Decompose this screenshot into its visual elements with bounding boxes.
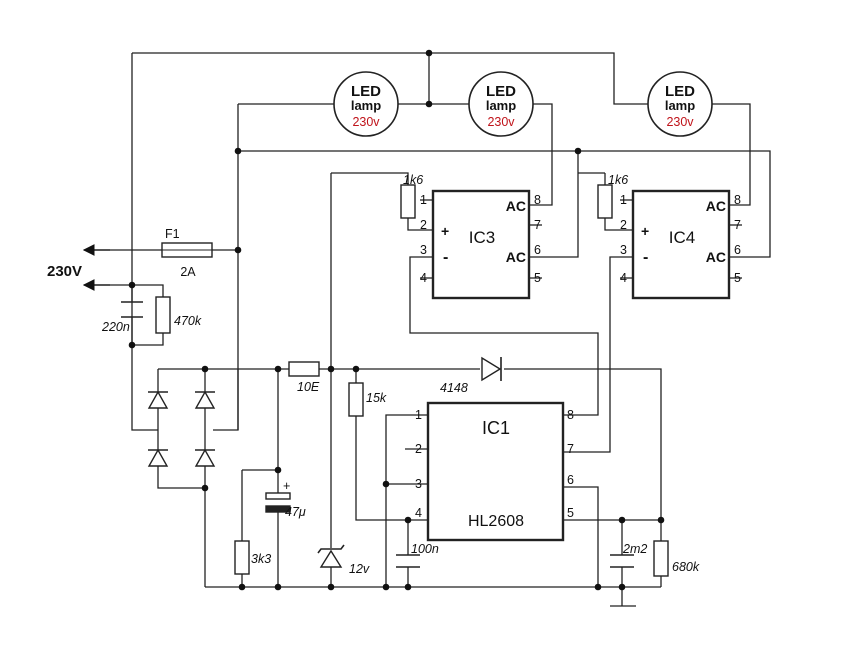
svg-text:AC: AC — [706, 249, 726, 265]
resistor-470k-label: 470k — [174, 314, 202, 328]
bridge-rectifier — [147, 390, 216, 467]
svg-text:230v: 230v — [352, 115, 380, 129]
capacitor-220n: 220n — [101, 301, 143, 334]
ic1-part: HL2608 — [468, 513, 524, 530]
resistor-3k3-label: 3k3 — [251, 552, 271, 566]
svg-text:5: 5 — [734, 271, 741, 285]
svg-text:lamp: lamp — [351, 98, 381, 113]
led-lamp-1: LED lamp 230v — [333, 71, 399, 137]
ic3-resistor-label: 1k6 — [403, 173, 423, 187]
ic3-title: IC3 — [469, 228, 495, 247]
fuse-rating: 2A — [180, 265, 196, 279]
fuse-name: F1 — [165, 227, 180, 241]
svg-text:LED: LED — [665, 83, 695, 100]
svg-text:8: 8 — [734, 193, 741, 207]
svg-text:-: - — [643, 249, 648, 266]
svg-text:8: 8 — [567, 408, 574, 422]
zener-12v: 12v — [317, 544, 370, 576]
zener-label: 12v — [349, 562, 370, 576]
led-lamp-3: LED lamp 230v — [647, 71, 713, 137]
resistor-680k: 680k — [653, 540, 700, 577]
resistor-15k: 15k — [348, 382, 387, 417]
svg-text:3: 3 — [415, 477, 422, 491]
ic4-resistor-label: 1k6 — [608, 173, 628, 187]
cap-2m2-label: 2m2 — [622, 542, 647, 556]
cap-47u-plus: + — [283, 479, 290, 493]
resistor-3k3: 3k3 — [234, 540, 271, 575]
mains-label: 230V — [47, 263, 82, 280]
svg-text:5: 5 — [567, 506, 574, 520]
svg-text:-: - — [443, 249, 448, 266]
svg-text:LED: LED — [351, 83, 381, 100]
svg-text:2: 2 — [415, 442, 422, 456]
svg-text:4: 4 — [415, 506, 422, 520]
svg-text:+: + — [441, 223, 449, 239]
svg-text:4: 4 — [420, 271, 427, 285]
svg-text:1: 1 — [420, 193, 427, 207]
cap-220n-label: 220n — [101, 320, 130, 334]
svg-text:6: 6 — [734, 243, 741, 257]
svg-text:AC: AC — [506, 249, 526, 265]
cap-100n-label: 100n — [411, 542, 439, 556]
wiring — [85, 52, 771, 607]
ic3-optocoupler: 1k6 IC3 + - AC AC 1 2 3 4 5 6 7 8 — [400, 173, 541, 300]
svg-text:LED: LED — [486, 83, 516, 100]
svg-text:lamp: lamp — [665, 98, 695, 113]
led-lamp-2: LED lamp 230v — [468, 71, 534, 137]
svg-text:6: 6 — [567, 473, 574, 487]
svg-text:2: 2 — [420, 218, 427, 232]
ic4-title: IC4 — [669, 228, 695, 247]
svg-text:7: 7 — [734, 218, 741, 232]
svg-text:3: 3 — [620, 243, 627, 257]
svg-text:8: 8 — [534, 193, 541, 207]
svg-text:lamp: lamp — [486, 98, 516, 113]
svg-text:230v: 230v — [666, 115, 694, 129]
svg-text:1: 1 — [415, 408, 422, 422]
svg-text:AC: AC — [506, 198, 526, 214]
svg-text:1: 1 — [620, 193, 627, 207]
ic1-title: IC1 — [482, 418, 510, 438]
diode-label: 4148 — [440, 381, 468, 395]
capacitor-47u: + 47μ — [265, 479, 306, 519]
capacitor-100n: 100n — [396, 542, 439, 568]
resistor-680k-label: 680k — [672, 560, 700, 574]
resistor-10e: 10E — [288, 361, 320, 394]
fuse: F1 2A — [161, 227, 213, 279]
junction-dots — [128, 49, 665, 591]
svg-text:6: 6 — [534, 243, 541, 257]
ic1-controller: IC1 HL2608 1 2 3 4 5 6 7 8 — [415, 401, 574, 542]
svg-text:7: 7 — [567, 442, 574, 456]
ic4-optocoupler: 1k6 IC4 + - AC AC 1 2 3 4 5 6 7 8 — [597, 173, 741, 300]
svg-text:230v: 230v — [487, 115, 515, 129]
svg-text:4: 4 — [620, 271, 627, 285]
resistor-10e-label: 10E — [297, 380, 320, 394]
svg-text:AC: AC — [706, 198, 726, 214]
cap-47u-label: 47μ — [285, 505, 306, 519]
resistor-470k: 470k — [155, 296, 202, 334]
svg-text:7: 7 — [534, 218, 541, 232]
resistor-15k-label: 15k — [366, 391, 387, 405]
svg-text:5: 5 — [534, 271, 541, 285]
diode-4148: 4148 — [440, 356, 502, 395]
capacitor-2m2: 2m2 — [610, 542, 647, 568]
svg-text:2: 2 — [620, 218, 627, 232]
svg-text:+: + — [641, 223, 649, 239]
svg-text:3: 3 — [420, 243, 427, 257]
